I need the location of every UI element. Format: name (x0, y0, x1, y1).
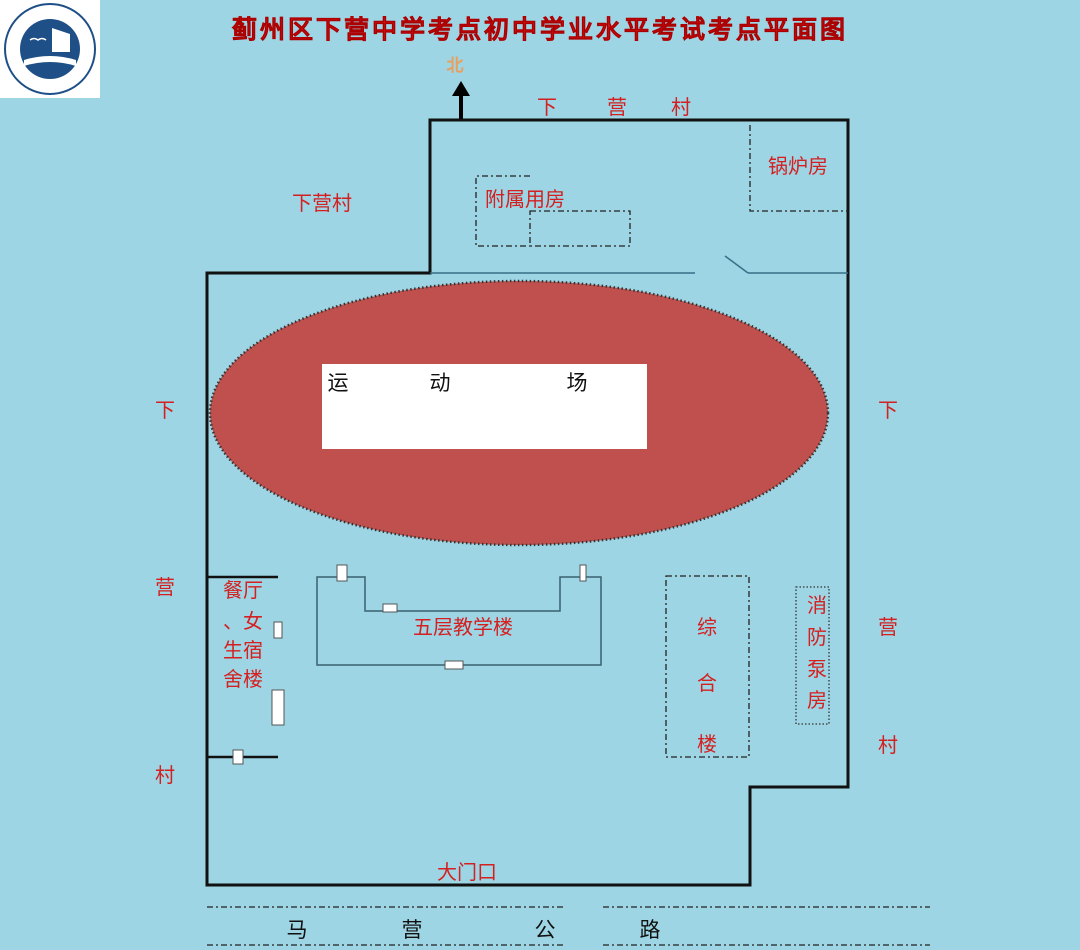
auxiliary-building (475, 175, 631, 247)
boiler-room-label: 锅炉房 (768, 154, 828, 178)
auxiliary-label: 附属用房 (485, 187, 565, 211)
east-village-char: 下 (878, 398, 898, 422)
north-village-char: 下 (537, 95, 557, 119)
complex-label-char: 合 (697, 671, 717, 695)
main-gate-label: 大门口 (437, 860, 497, 884)
west-village-char: 村 (155, 763, 175, 787)
road-label-char: 营 (402, 918, 423, 942)
map-title: 蓟州区下营中学考点初中学业水平考试考点平面图 (231, 15, 848, 44)
field-label-char: 场 (567, 371, 588, 395)
north-village-char: 村 (671, 95, 691, 119)
pump-room-label-char: 消 (807, 593, 827, 617)
sports-field (322, 364, 647, 449)
east-village-char: 村 (878, 733, 898, 757)
pump-room-label-char: 泵 (807, 657, 827, 681)
fire-pump-room (795, 586, 830, 725)
pump-room-label-char: 防 (807, 625, 827, 649)
campus-wall (205, 118, 850, 887)
complex-label-char: 综 (697, 615, 717, 639)
dining-dorm-label: 舍楼 (223, 667, 263, 691)
road-label-char: 公 (535, 918, 556, 942)
complex-label-char: 楼 (697, 732, 717, 756)
teaching-building-label: 五层教学楼 (413, 615, 513, 639)
west-village-char: 营 (155, 575, 175, 599)
inner-divider (430, 255, 848, 274)
road-edges (207, 906, 930, 946)
school-logo (0, 0, 100, 98)
teaching-building (316, 564, 602, 670)
field-label-char: 动 (430, 371, 451, 395)
east-village-char: 营 (878, 615, 898, 639)
dining-dorm-building (207, 575, 285, 765)
north-arrow-icon (452, 81, 470, 120)
west-village-char: 下 (155, 398, 175, 422)
northwest-village-label: 下营村 (292, 191, 352, 215)
boiler-room (749, 125, 848, 212)
complex-building (665, 575, 750, 758)
field-label-char: 运 (328, 371, 349, 395)
north-village-char: 营 (607, 95, 627, 119)
road-label-char: 路 (640, 918, 661, 942)
north-label: 北 (447, 56, 464, 76)
dining-dorm-label: 、女 (223, 609, 263, 633)
dining-dorm-label: 生宿 (223, 638, 263, 662)
dining-dorm-label: 餐厅 (223, 578, 263, 602)
pump-room-label-char: 房 (807, 688, 827, 712)
road-label-char: 马 (287, 918, 308, 942)
